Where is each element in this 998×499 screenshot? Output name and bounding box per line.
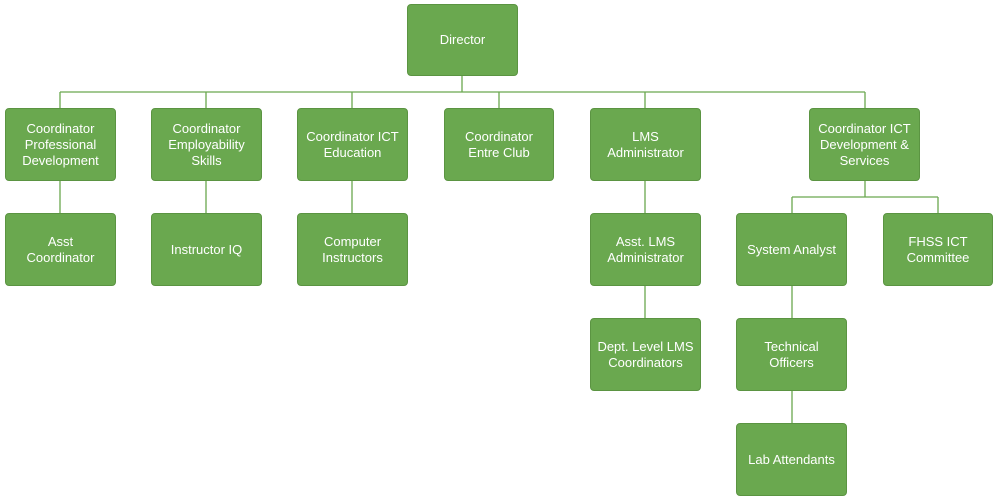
node-label-dept-level-lms-coordinators: Dept. Level LMS Coordinators <box>597 338 694 370</box>
node-coordinator-entre-club: Coordinator Entre Club <box>444 108 554 181</box>
node-director: Director <box>407 4 518 76</box>
node-label-system-analyst: System Analyst <box>747 241 836 257</box>
node-label-coordinator-entre-club: Coordinator Entre Club <box>465 128 533 160</box>
node-technical-officers: Technical Officers <box>736 318 847 391</box>
node-label-asst-lms-administrator: Asst. LMS Administrator <box>607 233 684 265</box>
node-label-technical-officers: Technical Officers <box>764 338 819 370</box>
node-label-lab-attendants: Lab Attendants <box>748 451 835 467</box>
node-computer-instructors: Computer Instructors <box>297 213 408 286</box>
node-coordinator-ict-development-services: Coordinator ICT Development & Services <box>809 108 920 181</box>
node-label-coordinator-professional-development: Coordinator Professional Development <box>22 120 99 168</box>
node-label-director: Director <box>439 32 486 47</box>
node-label-coordinator-ict-education: Coordinator ICT Education <box>306 128 399 160</box>
node-label-lms-administrator: LMS Administrator <box>607 128 684 160</box>
node-coordinator-ict-education: Coordinator ICT Education <box>297 108 408 181</box>
node-lms-administrator: LMS Administrator <box>590 108 701 181</box>
node-asst-lms-administrator: Asst. LMS Administrator <box>590 213 701 286</box>
node-fhss-ict-committee: FHSS ICT Committee <box>883 213 993 286</box>
node-system-analyst: System Analyst <box>736 213 847 286</box>
node-label-coordinator-ict-development-services: Coordinator ICT Development & Services <box>818 120 911 168</box>
node-lab-attendants: Lab Attendants <box>736 423 847 496</box>
node-label-coordinator-employability-skills: Coordinator Employability Skills <box>168 120 245 168</box>
node-label-instructor-iq: Instructor IQ <box>170 241 243 257</box>
node-dept-level-lms-coordinators: Dept. Level LMS Coordinators <box>590 318 701 391</box>
node-asst-coordinator: Asst Coordinator <box>5 213 116 286</box>
node-coordinator-professional-development: Coordinator Professional Development <box>5 108 116 181</box>
node-label-computer-instructors: Computer Instructors <box>322 233 383 265</box>
node-coordinator-employability-skills: Coordinator Employability Skills <box>151 108 262 181</box>
node-label-asst-coordinator: Asst Coordinator <box>26 233 95 265</box>
node-instructor-iq: Instructor IQ <box>151 213 262 286</box>
node-label-fhss-ict-committee: FHSS ICT Committee <box>906 233 970 265</box>
